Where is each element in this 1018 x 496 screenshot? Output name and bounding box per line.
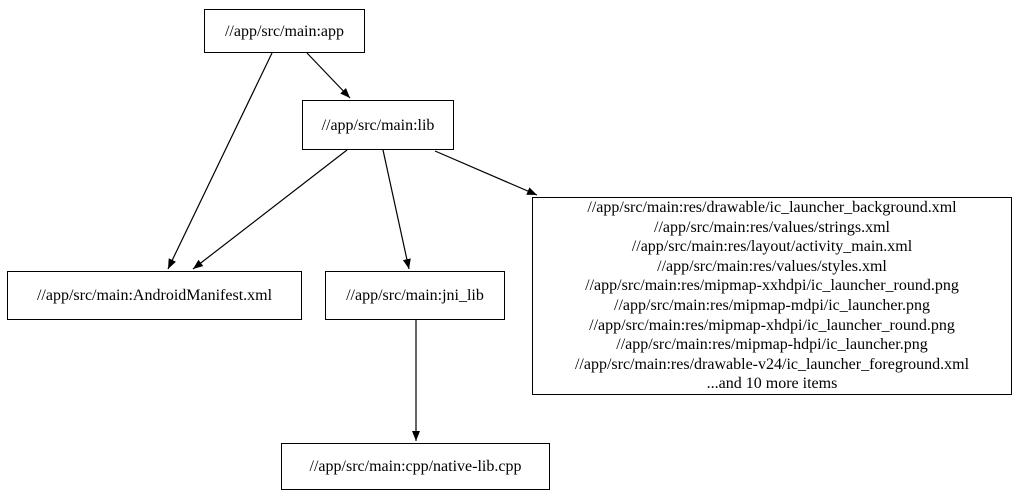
edge-lib-to-resources (434, 150, 538, 196)
node-native-lib-label: //app/src/main:cpp/native-lib.cpp (309, 458, 522, 475)
edge-lib-to-manifest (192, 149, 348, 270)
resource-item: //app/src/main:res/values/styles.xml (657, 257, 887, 275)
edge-app-to-manifest (167, 52, 273, 270)
edge-lib-to-jni-lib (382, 149, 411, 270)
node-android-manifest-label: //app/src/main:AndroidManifest.xml (36, 287, 273, 304)
node-jni-lib-label: //app/src/main:jni_lib (346, 287, 484, 304)
node-native-lib: //app/src/main:cpp/native-lib.cpp (281, 443, 550, 490)
resource-item: //app/src/main:res/mipmap-xxhdpi/ic_laun… (585, 277, 959, 295)
node-lib: //app/src/main:lib (302, 100, 454, 150)
node-lib-label: //app/src/main:lib (321, 116, 435, 134)
resource-item: //app/src/main:res/drawable-v24/ic_launc… (574, 355, 970, 373)
resource-item: //app/src/main:res/layout/activity_main.… (631, 238, 913, 256)
resource-item: //app/src/main:res/mipmap-mdpi/ic_launch… (614, 297, 930, 314)
node-app-label: //app/src/main:app (224, 22, 345, 40)
edge-app-to-lib (306, 52, 351, 99)
node-resources-group: //app/src/main:res/drawable/ic_launcher_… (532, 197, 1012, 395)
resource-item: //app/src/main:res/values/strings.xml (654, 218, 890, 236)
resource-item: //app/src/main:res/mipmap-hdpi/ic_launch… (616, 336, 928, 354)
node-jni-lib: //app/src/main:jni_lib (325, 271, 505, 320)
node-app: //app/src/main:app (204, 9, 365, 53)
resource-more-items: ...and 10 more items (706, 375, 838, 393)
resource-item: //app/src/main:res/mipmap-xhdpi/ic_launc… (589, 316, 955, 334)
resource-item: //app/src/main:res/drawable/ic_launcher_… (587, 199, 957, 217)
node-android-manifest: //app/src/main:AndroidManifest.xml (7, 271, 302, 320)
